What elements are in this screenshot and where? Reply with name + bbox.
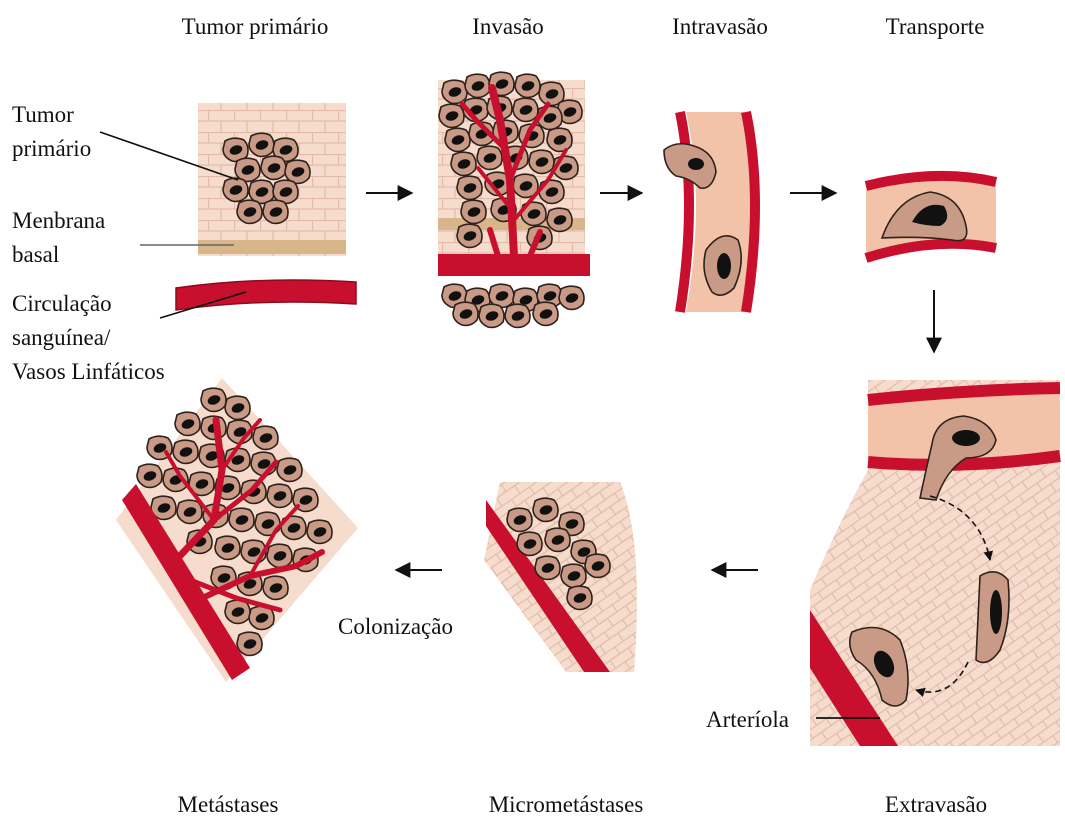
intravasation-panel	[664, 112, 755, 312]
primary-tumor-panel	[176, 103, 356, 310]
transport-panel	[866, 176, 996, 258]
micrometastases-panel	[484, 482, 637, 672]
metastases-panel	[116, 378, 358, 682]
invasion-panel	[438, 72, 590, 327]
extravasation-panel	[810, 380, 1060, 746]
